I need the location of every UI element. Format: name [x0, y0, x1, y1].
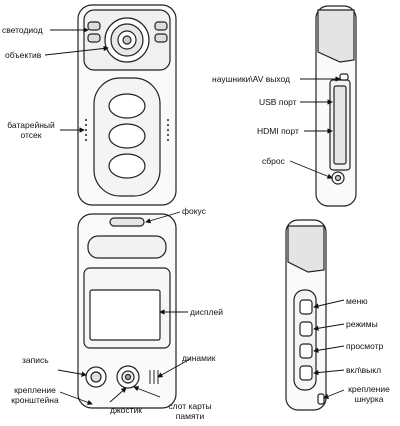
label-speaker: динамик	[182, 353, 216, 363]
label-view: просмотр	[346, 341, 384, 351]
label-reset: сброс	[262, 156, 285, 166]
label-joystick: джостик	[110, 405, 142, 415]
label-modes: режимы	[346, 319, 378, 329]
leader-lines	[44, 27, 345, 405]
label-hdmi: HDMI порт	[257, 126, 299, 136]
label-led: светодиод	[2, 25, 43, 35]
label-strap-line1: крепление	[348, 384, 390, 394]
label-power: вкл\выкл	[346, 365, 382, 375]
label-usb: USB порт	[259, 97, 297, 107]
label-menu: меню	[346, 296, 368, 306]
label-focus: фокус	[182, 206, 206, 216]
label-mount-line2: кронштейна	[11, 395, 59, 405]
camera-side-right-view	[315, 5, 357, 207]
label-battery-line1: батарейный	[7, 120, 55, 130]
label-card-slot-line2: памяти	[175, 411, 205, 421]
label-mount-line1: крепление	[14, 385, 56, 395]
camera-side-left-view	[285, 219, 327, 411]
camera-front-view	[77, 4, 177, 206]
label-display: дисплей	[190, 307, 223, 317]
label-battery-line2: отсек	[20, 130, 42, 140]
label-record: запись	[22, 355, 49, 365]
label-headphones-av: наушники\AV выход	[212, 74, 291, 84]
label-strap-line2: шнурка	[354, 394, 384, 404]
label-card-slot-line1: слот карты	[168, 401, 212, 411]
label-lens: объектив	[5, 50, 42, 60]
camera-back-view	[77, 213, 177, 409]
